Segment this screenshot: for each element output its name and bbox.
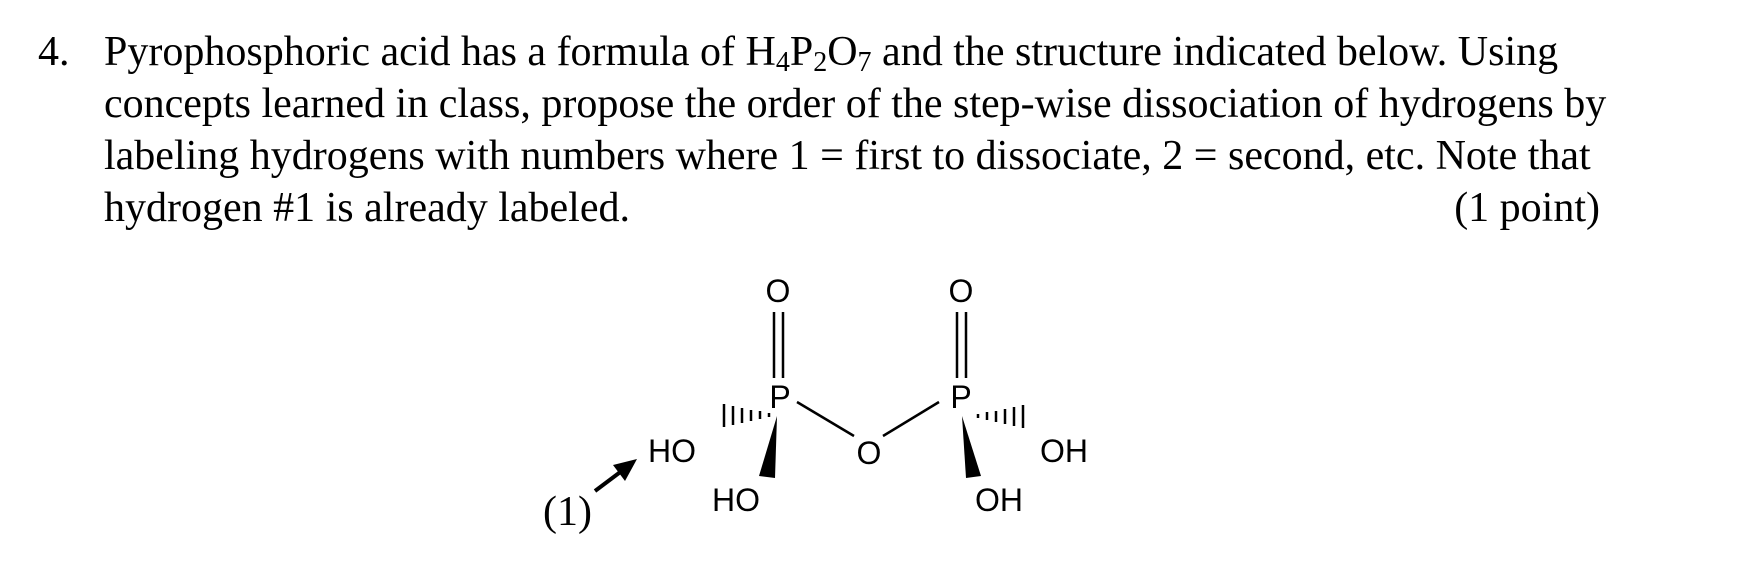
question-text-1b: P xyxy=(789,29,814,75)
points-label: (1 point) xyxy=(1454,185,1600,231)
double-bond-left xyxy=(772,312,785,378)
question-text-1a: Pyrophosphoric acid has a formula of H xyxy=(104,29,776,75)
atom-oh-wedge-right: OH xyxy=(975,482,1023,518)
double-bond-right xyxy=(955,312,968,378)
question-line-2: concepts learned in class, propose the o… xyxy=(104,81,1607,127)
atom-ho-wedge-left: HO xyxy=(712,482,760,518)
atom-o-bridge: O xyxy=(857,435,882,471)
wedge-bond-left xyxy=(759,416,777,478)
label-one: (1) xyxy=(543,489,592,535)
bond-p-left-to-bridge-o xyxy=(796,400,855,438)
atom-oh-hashed-right: OH xyxy=(1040,433,1088,469)
question-text-1c: O xyxy=(827,29,858,75)
atom-ho-hashed-left: HO xyxy=(648,433,696,469)
wedge-bond-right xyxy=(962,416,981,478)
question-line-3: labeling hydrogens with numbers where 1 … xyxy=(104,133,1591,179)
arrow-icon xyxy=(593,459,637,493)
subscript-h: 4 xyxy=(775,47,790,79)
atom-p-right: P xyxy=(950,379,971,415)
question-text-1d: and the structure indicated below. Using xyxy=(871,29,1559,75)
atom-o-top-right: O xyxy=(949,273,974,309)
question-number: 4. xyxy=(38,29,70,75)
question-line-4: hydrogen #1 is already labeled. xyxy=(104,185,630,231)
atom-o-top-left: O xyxy=(766,273,791,309)
question-line-1: Pyrophosphoric acid has a formula of H4P… xyxy=(104,26,1558,78)
hashed-bond-left xyxy=(722,404,771,427)
atom-p-left: P xyxy=(769,379,790,415)
subscript-p: 2 xyxy=(813,47,828,79)
subscript-o: 7 xyxy=(857,47,872,79)
bond-bridge-o-to-p-right xyxy=(882,400,940,438)
hashed-bond-right xyxy=(976,405,1025,428)
